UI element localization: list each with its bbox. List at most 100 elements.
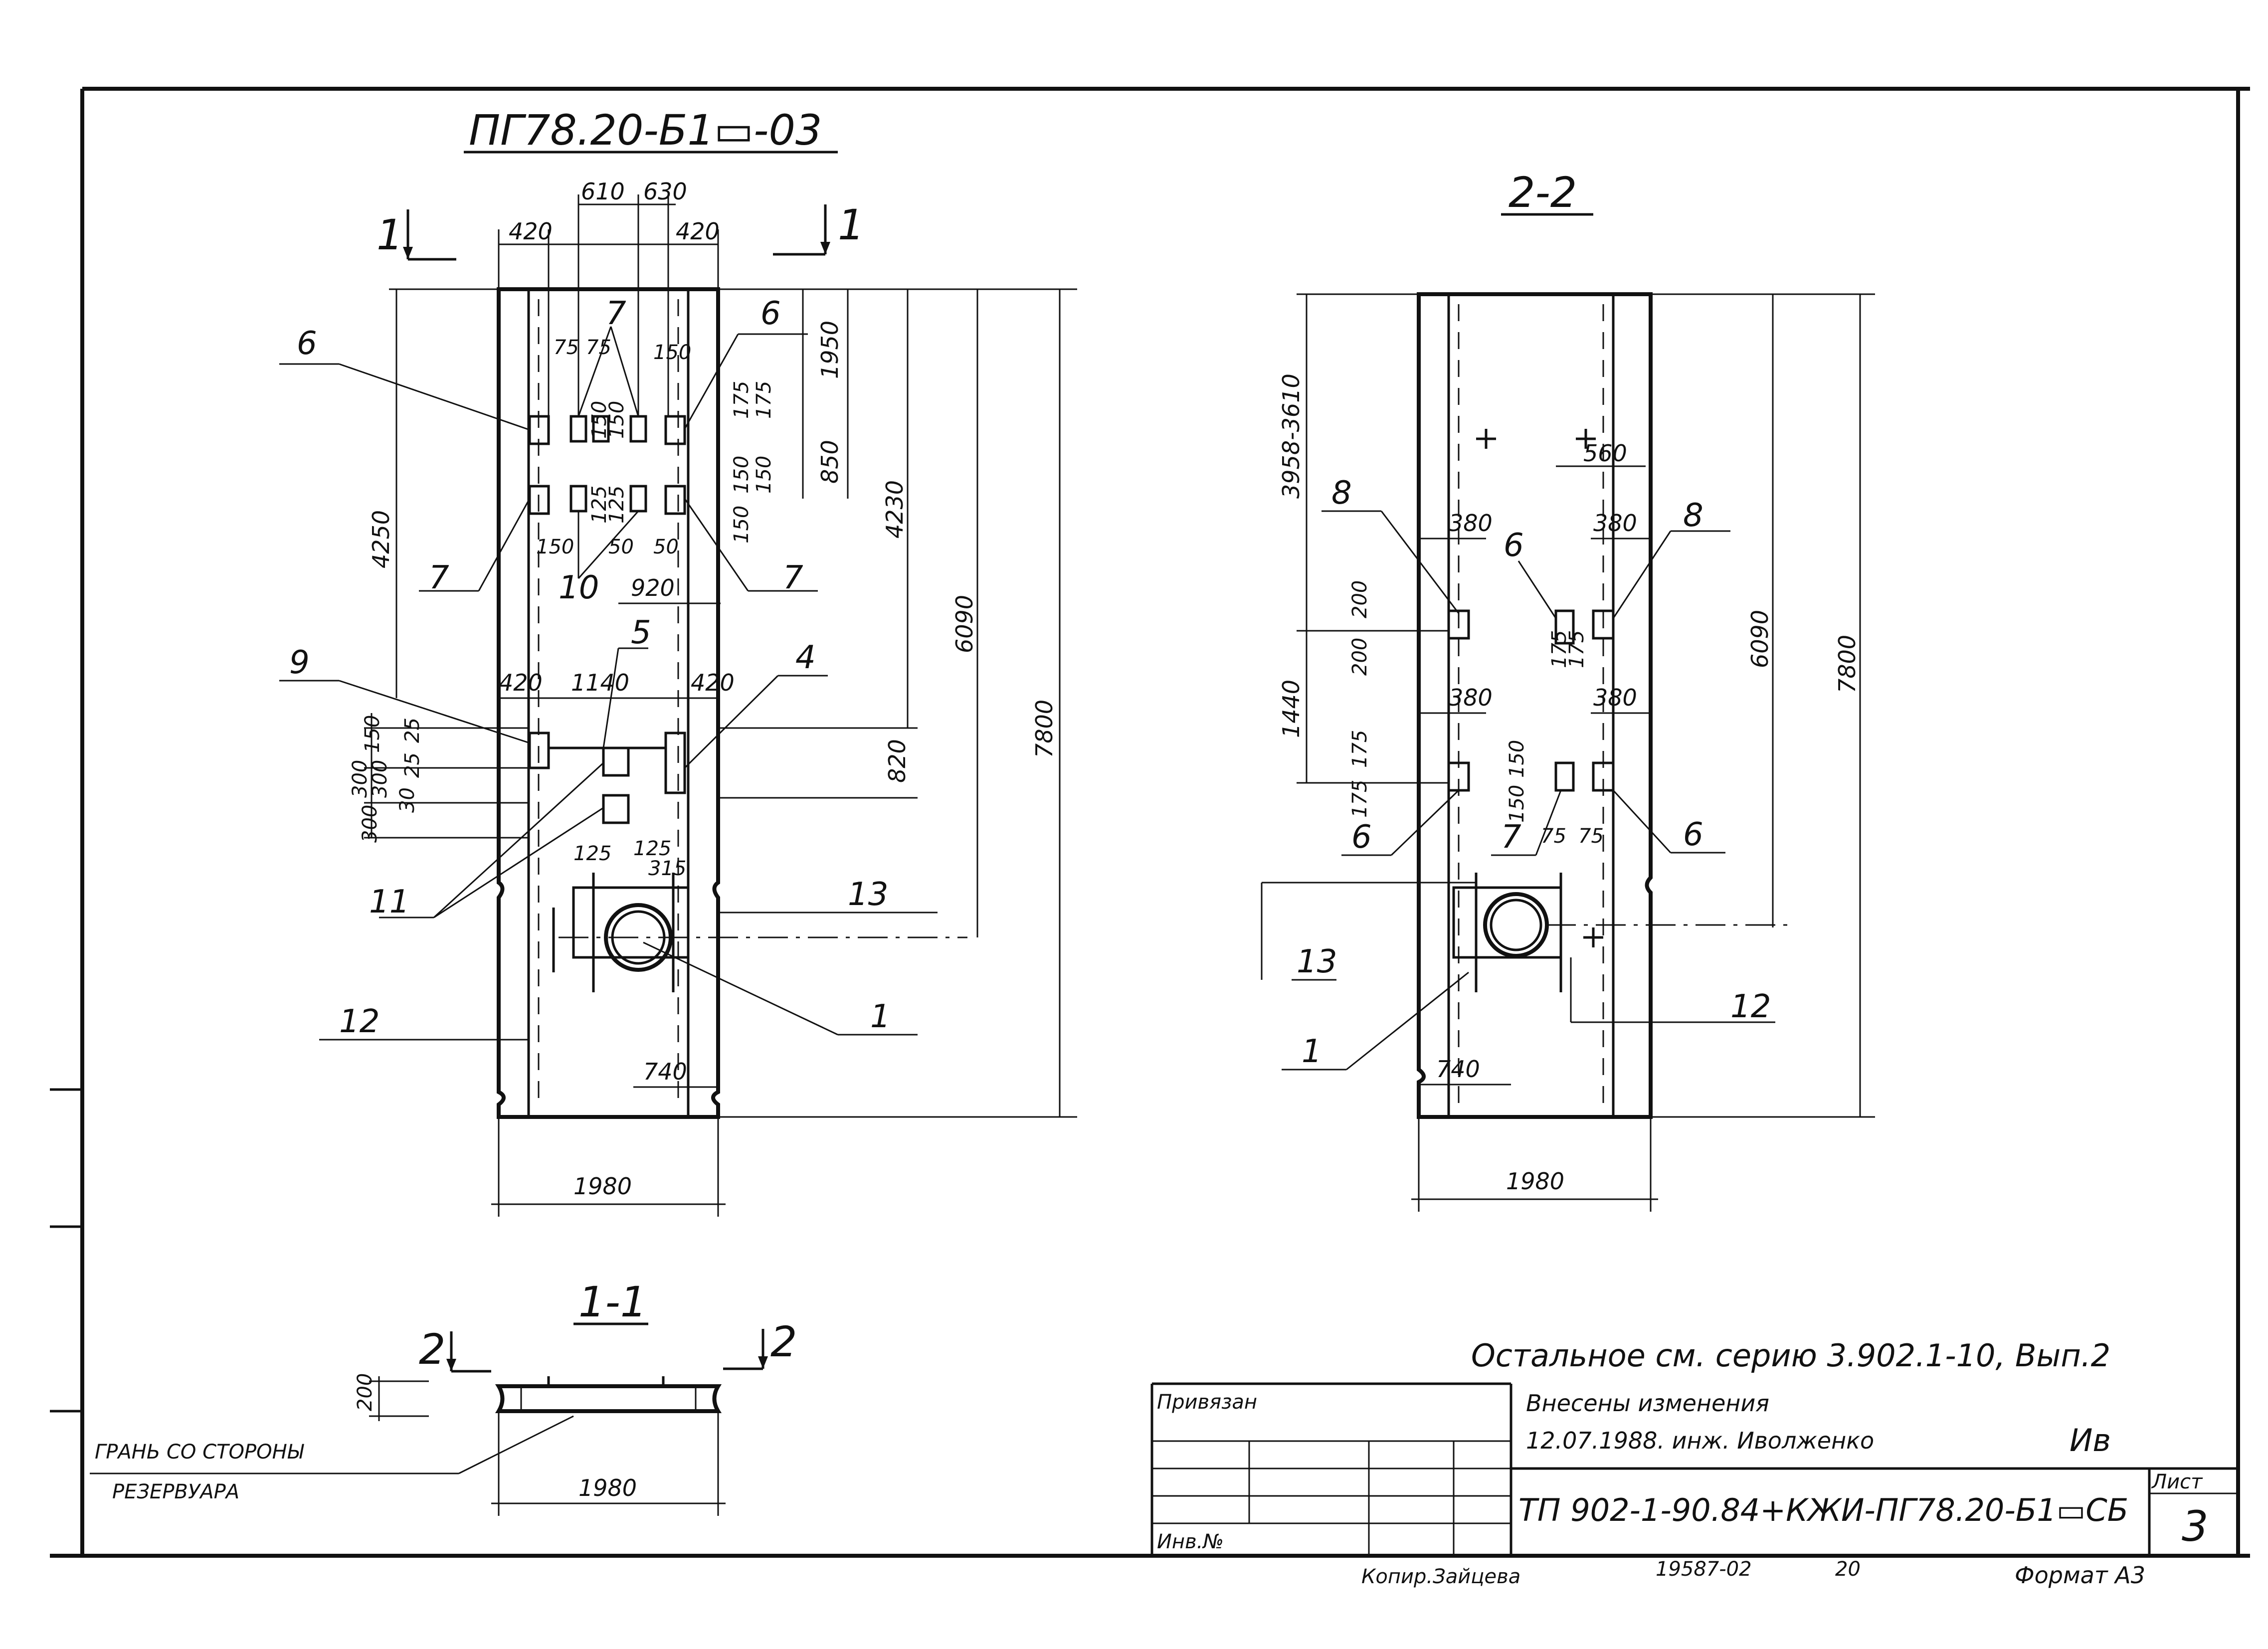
section-2-2-view: 2-2 3958-3610 1440 200 20 — [1261, 168, 1875, 1212]
section-1-1-outline — [495, 1384, 722, 1413]
dim-7800: 7800 — [1031, 700, 1058, 758]
dim-small-75-b: 75 — [586, 336, 611, 359]
dim-small-50-b: 50 — [653, 536, 679, 558]
callout-11: 11 — [369, 884, 409, 920]
changes-line2: 12.07.1988. инж. Иволженко — [1526, 1427, 1874, 1454]
footer: Копир.Зайцева 19587-02 20 Формат А3 — [1361, 1558, 2145, 1589]
engineer-signature: Ив — [2070, 1422, 2111, 1459]
callout-6-bottom-left: 6 — [1351, 819, 1372, 856]
document-code: ТП 902-1-90.84+КЖИ-ПГ78.20-Б1▭СБ — [1518, 1492, 2128, 1528]
notes: Остальное см. серию 3.902.1-10, Вып.2 Вн… — [1471, 1337, 2111, 1459]
dim-380-a: 380 — [1449, 510, 1493, 537]
callout-12-s: 12 — [1730, 988, 1771, 1025]
dim-6090: 6090 — [951, 595, 978, 653]
dim-4250: 4250 — [368, 510, 394, 568]
dim-small-150-f: 150 — [605, 401, 628, 439]
dim-380-c: 380 — [1449, 684, 1493, 711]
dim-small-125-a: 125 — [588, 486, 611, 524]
plan-view: ПГ78.20-Б1▭-03 1 1 — [279, 106, 1077, 1217]
dim-175-l-b: 175 — [1348, 780, 1371, 818]
plan-title: ПГ78.20-Б1▭-03 — [469, 106, 822, 155]
dim-920: 920 — [631, 574, 675, 601]
sheet-frame — [50, 87, 2250, 1558]
callout-5: 5 — [631, 614, 651, 651]
dim-125-a: 125 — [573, 842, 611, 865]
dim-small-150-e: 150 — [588, 401, 611, 439]
dim-small-150-a: 150 — [653, 341, 691, 364]
dim-560: 560 — [1583, 440, 1627, 467]
dim-175-r-a: 175 — [1548, 630, 1571, 668]
dim-lb-300-c: 300 — [359, 805, 381, 843]
dim-6090-s: 6090 — [1746, 610, 1773, 668]
dim-lb-150: 150 — [361, 715, 384, 753]
dim-150-r-b: 150 — [1506, 785, 1528, 823]
format-label: Формат А3 — [2015, 1562, 2145, 1589]
sheet-label: Лист — [2151, 1470, 2203, 1493]
dim-75-a: 75 — [1541, 825, 1566, 848]
dim-small-75-a: 75 — [554, 336, 579, 359]
order-suffix: 20 — [1835, 1558, 1861, 1581]
dim-small-150-g: 150 — [536, 536, 574, 558]
callout-8-right: 8 — [1683, 497, 1703, 534]
dim-small-150-b: 150 — [730, 456, 753, 494]
dim-1980-1-1: 1980 — [578, 1474, 637, 1501]
callout-6-left: 6 — [297, 325, 317, 362]
callout-7-top: 7 — [606, 295, 626, 332]
dim-top-610: 610 — [581, 178, 625, 205]
section-mark-1-left: 1 — [377, 210, 403, 259]
callout-7-s: 7 — [1501, 819, 1521, 856]
dim-740-s: 740 — [1436, 1056, 1480, 1083]
section-1-1-title: 1-1 — [578, 1278, 647, 1326]
dim-150-r-a: 150 — [1506, 740, 1528, 778]
remark-text: Остальное см. серию 3.902.1-10, Вып.2 — [1471, 1337, 2110, 1374]
callout-12: 12 — [339, 1003, 379, 1040]
dim-lb-25-a: 25 — [401, 718, 424, 743]
dim-top-420-left: 420 — [509, 218, 553, 245]
dim-top-630: 630 — [643, 178, 687, 205]
dim-mid-1140: 1140 — [571, 669, 629, 696]
reservoir-face-note-line2: РЕЗЕРВУАРА — [112, 1480, 239, 1503]
dim-7800-s: 7800 — [1834, 635, 1861, 693]
dim-small-150-d: 150 — [730, 506, 753, 544]
inventory-number-label: Инв.№ — [1157, 1530, 1224, 1553]
dim-4230: 4230 — [881, 480, 908, 539]
dim-820: 820 — [884, 739, 911, 783]
changes-line1: Внесены изменения — [1526, 1390, 1769, 1417]
dim-125-b: 125 — [633, 837, 671, 860]
dim-lb-30: 30 — [396, 787, 419, 813]
callout-4: 4 — [795, 639, 816, 676]
reservoir-face-note-line1: ГРАНЬ СО СТОРОНЫ — [95, 1441, 305, 1464]
dim-1440: 1440 — [1278, 680, 1305, 738]
dim-200-b: 200 — [1348, 638, 1371, 676]
dim-mid-420-left: 420 — [499, 669, 543, 696]
section-mark-2-right: 2 — [770, 1317, 797, 1366]
dim-small-150-c: 150 — [753, 456, 775, 494]
callout-13-s: 13 — [1297, 943, 1337, 980]
dim-200-a: 200 — [1348, 580, 1371, 618]
title-block: Привязан Инв.№ ТП 902-1-90.84+КЖИ-ПГ78.2… — [1150, 1382, 2238, 1556]
dim-740: 740 — [643, 1058, 687, 1085]
dim-small-175-b: 175 — [753, 381, 775, 419]
order-number: 19587-02 — [1656, 1558, 1752, 1581]
callout-1-s: 1 — [1302, 1033, 1322, 1070]
dim-1980-s: 1980 — [1506, 1168, 1564, 1195]
callout-6-top: 6 — [1504, 527, 1524, 564]
callout-6-right: 6 — [760, 295, 781, 332]
dim-mid-420-right: 420 — [691, 669, 735, 696]
callout-13: 13 — [848, 876, 888, 913]
dim-175-l-a: 175 — [1348, 730, 1371, 768]
dim-200-1-1: 200 — [354, 1373, 377, 1411]
callout-8-left: 8 — [1331, 475, 1352, 512]
callout-9: 9 — [289, 644, 310, 681]
callout-6-bottom-right: 6 — [1683, 816, 1703, 853]
dim-175-r-b: 175 — [1565, 630, 1588, 668]
section-mark-1-right: 1 — [838, 200, 864, 249]
dim-850: 850 — [816, 440, 843, 484]
dim-3958-3610: 3958-3610 — [1278, 373, 1305, 499]
dim-380-d: 380 — [1593, 684, 1637, 711]
dim-1980: 1980 — [573, 1173, 632, 1200]
callout-1: 1 — [870, 998, 891, 1035]
dim-1950: 1950 — [816, 321, 843, 379]
dim-top-420-right: 420 — [676, 218, 720, 245]
